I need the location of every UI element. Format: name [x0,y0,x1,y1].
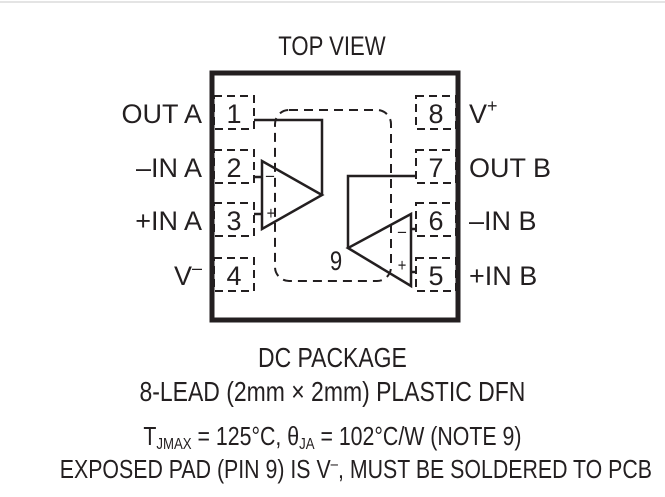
pin-label-minus-in-a: –IN A [136,153,202,183]
pin-label-out-a: OUT A [121,99,202,129]
theta-subscript: JA [299,435,315,454]
amp-a-plus-sign: + [267,204,276,224]
pin-pads [213,95,457,292]
amp-b-minus-sign: – [398,222,407,242]
exposed-pad-note-prefix: EXPOSED PAD (PIN 9) IS V [59,454,331,484]
pin-number-6: 6 [428,206,443,236]
amplifier-a [254,118,325,232]
tjmax-value: = 125°C, [191,421,288,451]
pin-number-4: 4 [226,261,241,291]
theta-symbol: θ [287,421,300,451]
view-title: TOP VIEW [278,32,386,62]
pin-label-v-plus: V+ [469,96,498,129]
pad-label-9: 9 [330,247,342,277]
amp-a-minus-sign: – [266,166,275,186]
pin-label-plus-in-a: +IN A [135,206,202,236]
exposed-pad-note-sup: – [330,455,339,474]
amplifier-b [345,174,416,289]
amp-b-plus-sign: + [398,256,407,276]
package-body [209,70,461,323]
exposed-pad-note: EXPOSED PAD (PIN 9) IS V–, MUST BE SOLDE… [59,454,652,485]
tjmax-symbol: T [143,421,157,451]
pin-number-3: 3 [226,206,241,236]
amp-b-output-wire [346,174,416,248]
amp-b-triangle [345,211,413,289]
amp-a-output-wire [254,118,324,195]
pin-label-minus-in-b: –IN B [469,206,537,236]
pin-number-5: 5 [428,261,443,291]
pin-number-8: 8 [428,99,443,129]
pin-pad-2 [213,149,255,184]
pin-pad-5 [415,257,457,292]
pin-label-v-minus: V– [174,258,202,291]
package-description: 8-LEAD (2mm × 2mm) PLASTIC DFN [139,376,526,407]
pin-pad-3 [213,202,255,237]
v-plus-main: V [469,99,487,129]
pin-label-out-b: OUT B [469,153,551,183]
pin-pad-4 [213,257,255,292]
v-minus-main: V [174,261,192,291]
tjmax-subscript: JMAX [156,435,192,454]
package-name: DC PACKAGE [257,342,407,373]
pin-number-7: 7 [428,153,443,183]
exposed-pad-outline [274,109,392,282]
exposed-pad-note-suffix: , MUST BE SOLDERED TO PCB [338,454,653,484]
v-minus-sup: – [192,258,202,278]
pin-label-plus-in-b: +IN B [469,261,537,291]
theta-value: = 102°C/W (NOTE 9) [314,421,522,451]
pin-number-1: 1 [226,99,241,129]
pin-pad-7 [415,149,457,184]
pin-number-2: 2 [226,153,241,183]
amp-a-triangle [260,158,325,232]
pin-pad-1 [213,95,255,130]
pin-pad-8 [415,95,457,130]
pin-pad-6 [415,202,457,237]
v-plus-sup: + [487,96,498,116]
thermal-spec: TJMAX = 125°C, θJA = 102°C/W (NOTE 9) [60,421,605,454]
